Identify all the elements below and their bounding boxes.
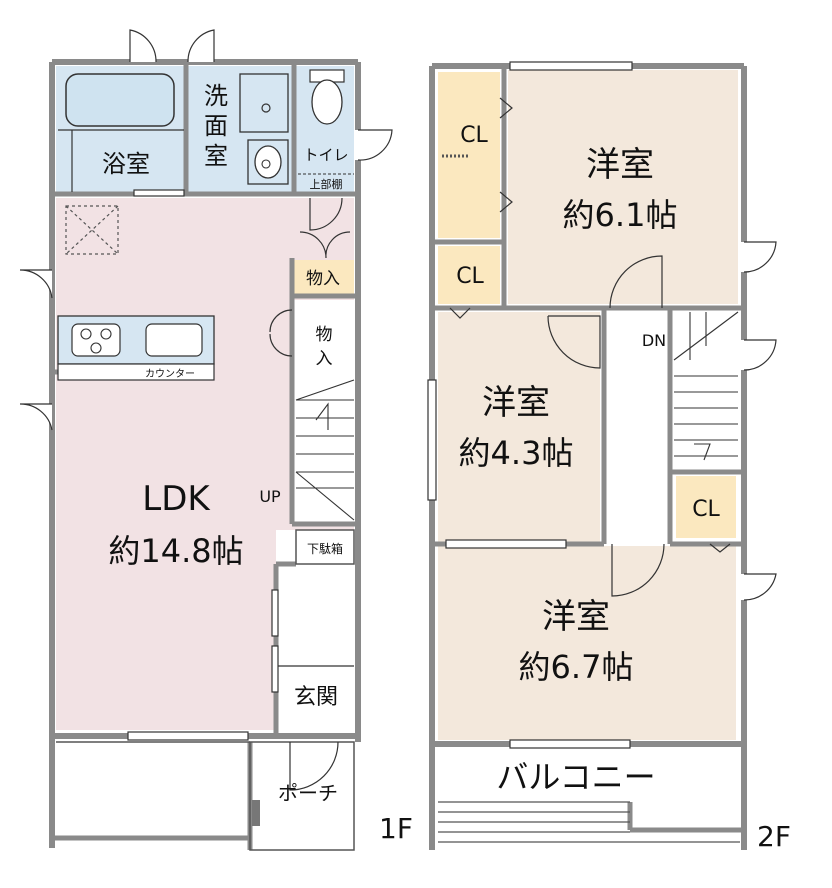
closet-top-label: CL (460, 123, 488, 148)
upper-shelf-label: 上部棚 (310, 177, 343, 191)
floor-2f-label: 2F (757, 820, 791, 853)
door-porch (289, 741, 339, 791)
door-washroom (309, 197, 343, 231)
room-a-floor (508, 70, 738, 304)
window-entrance-1 (271, 589, 279, 637)
closet-right-label: CL (692, 497, 720, 522)
counter-label: カウンター (145, 368, 195, 380)
stairs-up-label: UP (259, 487, 281, 506)
storage-small-label: 物入 (306, 269, 340, 289)
shoe-box-label: 下駄箱 (307, 541, 343, 556)
washing-machine (239, 73, 289, 133)
closet-top-floor (438, 72, 500, 238)
door-room-a-exterior (743, 241, 777, 273)
bathtub (65, 73, 175, 127)
toilet-label: トイレ (303, 146, 348, 164)
stairs-dn-label: DN (642, 331, 666, 350)
room-b-floor (438, 312, 600, 542)
window-washroom (133, 189, 185, 197)
storage-small-area (292, 260, 354, 294)
closet-mid-label: CL (456, 264, 484, 289)
room-a-label: 洋室 (586, 145, 654, 185)
door-room-c-exterior (743, 573, 777, 601)
door-storage-swing (299, 231, 351, 259)
window-room-a (509, 61, 633, 71)
toilet-bowl-icon (311, 79, 343, 125)
ldk-label: LDK (142, 479, 211, 519)
door-closet-top (499, 97, 513, 213)
window-room-b-bottom (445, 539, 567, 549)
staircase-2f (673, 311, 739, 461)
floor-1f-label: 1F (379, 812, 413, 845)
room-b-label: 洋室 (482, 383, 550, 423)
door-storage-tall (269, 309, 293, 357)
balcony-label: バルコニー (496, 758, 655, 796)
storage-tall-label-2: 入 (316, 349, 333, 369)
kitchen-counter (57, 315, 215, 381)
window-entrance-2 (271, 645, 279, 693)
door-ldk-left-2 (19, 403, 53, 431)
porch-label: ポーチ (278, 781, 338, 805)
storage-tall-label-1: 物 (316, 325, 333, 345)
door-exterior-top-left (129, 29, 157, 63)
washroom-label-2: 面 (204, 112, 228, 140)
room-b-size: 約4.3帖 (459, 434, 574, 472)
room-c-size: 約6.7帖 (519, 648, 634, 686)
door-room-c (611, 543, 665, 597)
door-stair-exterior (743, 339, 777, 371)
window-room-c (509, 739, 631, 749)
window-ldk-bottom (127, 731, 249, 741)
door-room-a (609, 255, 663, 309)
floor-2f: CL CL CL 洋室 約6.1帖 洋室 約4.3帖 DN 洋室 約6.7帖 バ… (427, 61, 791, 853)
stair-area (292, 300, 354, 524)
porch-area (56, 742, 354, 838)
door-closet-mid (449, 307, 471, 319)
door-ldk-left-1 (19, 269, 53, 299)
closet-mid-floor (438, 246, 500, 304)
staircase-1f (295, 379, 355, 521)
balcony-floor (438, 748, 736, 840)
bathroom-label: 浴室 (102, 150, 150, 178)
closet-right-floor (676, 476, 736, 538)
room-a-size: 約6.1帖 (563, 196, 678, 234)
ceiling-hatch-icon (65, 205, 119, 255)
room-c-floor (438, 546, 736, 740)
door-exterior-top-right (187, 29, 215, 63)
ldk-size: 約14.8帖 (108, 532, 243, 570)
porch-post (252, 800, 260, 826)
door-room-b (547, 315, 601, 369)
entrance-label: 玄関 (294, 685, 338, 710)
door-closet-right (709, 543, 731, 553)
floor-1f: 浴室 洗 面 室 トイレ 上部棚 物入 物 入 カウンター LDK 約14.8帖… (19, 29, 413, 851)
washroom-label-3: 室 (204, 142, 228, 170)
door-toilet-exterior (357, 129, 393, 161)
washroom-label-1: 洗 (204, 82, 228, 110)
window-room-b-side (427, 379, 437, 501)
room-c-label: 洋室 (542, 597, 610, 637)
